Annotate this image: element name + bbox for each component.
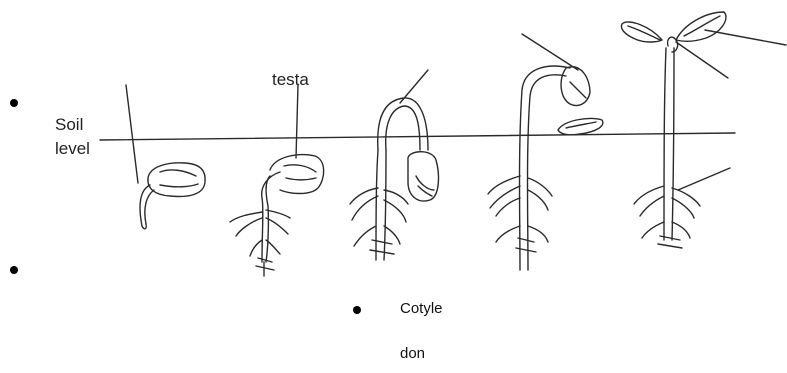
stage-4-seedling	[488, 34, 603, 270]
bullet-dot	[10, 266, 18, 274]
stage-5-stem	[664, 48, 674, 240]
discarded-testa	[558, 118, 603, 134]
soil-label-line-1: Soil	[55, 113, 90, 137]
cotyledon-label-line-2: don	[400, 346, 425, 362]
bullet-dot	[353, 306, 361, 314]
stage-5-seedling	[621, 12, 786, 248]
soil-level-line	[100, 133, 735, 140]
stage-5-roots	[634, 186, 700, 248]
stage-5-bud	[668, 37, 678, 52]
soil-level-label: Soil level	[55, 113, 90, 161]
cotyledon-label-line-1: Cotyle	[400, 301, 443, 317]
stage-3-cotyledons	[408, 152, 439, 201]
stage-5-root-pointer	[678, 168, 730, 190]
soil-label-line-2: level	[55, 137, 90, 161]
stage-2-roots	[230, 210, 290, 256]
stage-4-stem	[520, 66, 571, 270]
stage-1-seed	[148, 163, 205, 197]
bullet-dot	[10, 99, 18, 107]
stage-5-plumule-pointer	[676, 42, 728, 78]
stage-3-seedling	[350, 70, 438, 260]
stage-1-seedling	[126, 85, 205, 229]
stage-2-hypocotyl	[262, 172, 280, 262]
stage-4-pointer-line	[522, 34, 578, 70]
stage-3-stem	[376, 150, 386, 260]
stage-2-seedling	[230, 85, 324, 276]
stage-4-leaf	[561, 67, 590, 106]
stage-1-radicle	[140, 185, 154, 229]
testa-pointer-line	[296, 85, 298, 158]
stage-2-seed	[270, 155, 324, 194]
stage-3-roots	[350, 188, 408, 254]
testa-label: testa	[272, 70, 309, 90]
stage-1-pointer-line	[126, 85, 138, 183]
